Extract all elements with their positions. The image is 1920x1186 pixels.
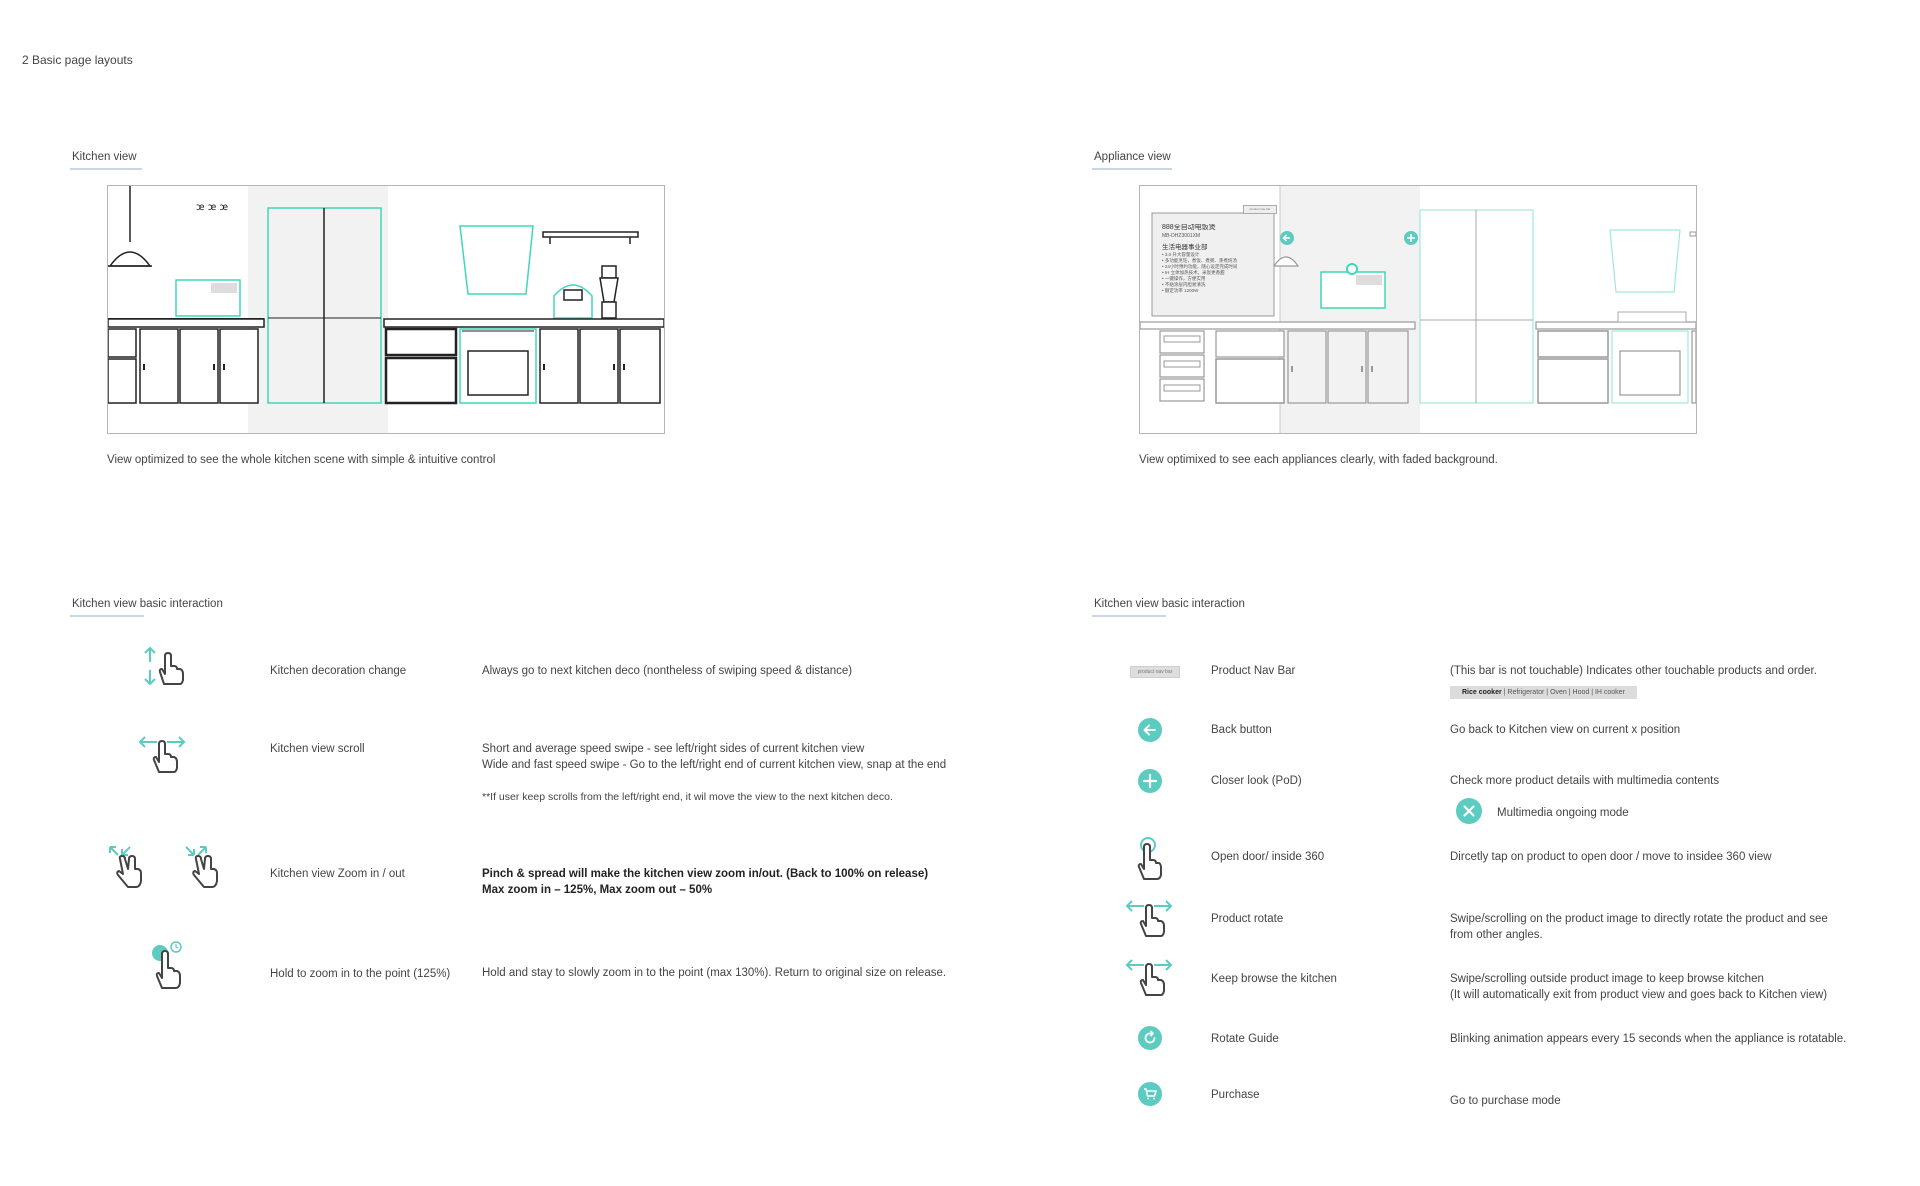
row-desc: Short and average speed swipe - see left… [482,743,865,755]
tap-hand-icon [1134,835,1168,886]
swipe-vertical-icon [140,646,186,691]
row-name: Kitchen view scroll [270,743,365,755]
row-desc [482,773,946,789]
swipe-browse-icon [1124,955,1174,1002]
row-desc-group: Short and average speed swipe - see left… [482,741,946,805]
row-desc: Blinking animation appears every 15 seco… [1450,1033,1847,1045]
row-desc-group: Pinch & spread will make the kitchen vie… [482,866,928,898]
row-desc: Go to purchase mode [1450,1095,1561,1107]
kitchen-scene-drawing: ꭢ ꭢ ꭢ [108,186,664,433]
rotate-icon [1138,1026,1162,1055]
svg-text:ꭢ ꭢ ꭢ: ꭢ ꭢ ꭢ [196,202,229,213]
row-name: Closer look (PoD) [1211,775,1302,787]
row-name: Open door/ inside 360 [1211,851,1325,863]
row-name: Kitchen decoration change [270,665,407,677]
card-line: • 不粘涂层内胆易清洗 [1162,282,1206,287]
back-arrow-icon [1138,718,1162,747]
kitchen-view-caption: View optimized to see the whole kitchen … [107,454,496,466]
appliance-view-caption: View optimixed to see each appliances cl… [1139,454,1498,466]
row-desc: Hold and stay to slowly zoom in to the p… [482,967,947,979]
multimedia-mode-label: Multimedia ongoing mode [1497,807,1629,819]
kitchen-view-title: Kitchen view [72,151,137,163]
cart-icon [1138,1082,1162,1111]
row-desc-group: Swipe/scrolling outside product image to… [1450,971,1827,1003]
page-title: 2 Basic page layouts [22,53,133,67]
swipe-horizontal-icon [137,732,187,779]
row-desc: Check more product details with multimed… [1450,775,1720,787]
pinch-icon [106,843,148,894]
card-line: • 多功能烹饪，煮饭、煮粥、蒸煮炖汤 [1162,258,1237,263]
row-desc: Go back to Kitchen view on current x pos… [1450,724,1681,736]
row-name: Purchase [1211,1089,1260,1101]
row-desc: Max zoom in – 125%, Max zoom out – 50% [482,884,713,896]
row-desc: Pinch & spread will make the kitchen vie… [482,868,929,880]
row-desc: Swipe/scrolling outside product image to… [1450,973,1764,985]
row-name: Back button [1211,724,1272,736]
appliance-scene-drawing [1140,186,1696,433]
row-desc: Wide and fast speed swipe - Go to the le… [482,759,947,771]
row-name: Keep browse the kitchen [1211,973,1337,985]
product-nav-bar-demo: Rice cooker | Refrigerator | Oven | Hood… [1450,686,1637,699]
card-line: • IH 立体加热技术，米饭更香甜 [1162,270,1225,275]
kitchen-view-underline [70,168,142,170]
right-interaction-title: Kitchen view basic interaction [1094,598,1245,610]
right-interaction-underline [1092,615,1166,617]
appliance-view-title: Appliance view [1094,151,1171,163]
row-name: Product Nav Bar [1211,665,1296,677]
row-desc: (This bar is not touchable) Indicates ot… [1450,665,1817,677]
appliance-view-illustration: product nav bar 888全自动电饭煲 MB-DHZ3001XM 生… [1139,185,1697,434]
appliance-nav-tag: product nav bar [1243,205,1277,214]
row-desc: Always go to next kitchen deco (nonthele… [482,665,853,677]
card-line: • 24小时预约功能，随心设定完成时间 [1162,264,1238,269]
nav-demo-active: Rice cooker [1462,689,1502,696]
spread-icon [182,843,224,894]
card-line: • 3.0 升大容量设计 [1162,252,1200,257]
card-model: MB-DHZ3001XM [1162,233,1201,239]
row-desc-group: Swipe/scrolling on the product image to … [1450,911,1828,943]
row-desc: **If user keep scrolls from the left/rig… [482,791,893,803]
row-name: Kitchen view Zoom in / out [270,868,405,880]
left-interaction-underline [70,615,144,617]
left-interaction-title: Kitchen view basic interaction [72,598,223,610]
close-x-icon [1456,798,1482,829]
kitchen-view-illustration: ꭢ ꭢ ꭢ [107,185,665,434]
plus-icon [1138,769,1162,798]
row-desc: Dircetly tap on product to open door / m… [1450,851,1772,863]
nav-demo-rest: | Refrigerator | Oven | Hood | IH cooker [1503,689,1625,696]
row-desc: Swipe/scrolling on the product image to … [1450,913,1828,925]
appliance-view-underline [1092,168,1172,170]
row-name: Rotate Guide [1211,1033,1279,1045]
card-title: 888全自动电饭煲 [1162,224,1216,231]
row-name: Hold to zoom in to the point (125%) [270,968,451,980]
card-line: • 额定功率 1200W [1162,288,1199,293]
hold-zoom-icon [146,940,186,995]
card-line: • 一键操作，方便实用 [1162,276,1206,281]
swipe-rotate-icon [1124,896,1174,943]
card-subtitle: 生活电器事业部 [1162,244,1208,251]
product-info-card: 888全自动电饭煲 MB-DHZ3001XM 生活电器事业部 • 3.0 升大容… [1162,224,1270,312]
row-desc: (It will automatically exit from product… [1450,989,1828,1001]
row-name: Product rotate [1211,913,1284,925]
row-desc: from other angles. [1450,929,1543,941]
product-nav-bar-icon: product nav bar [1130,666,1180,678]
